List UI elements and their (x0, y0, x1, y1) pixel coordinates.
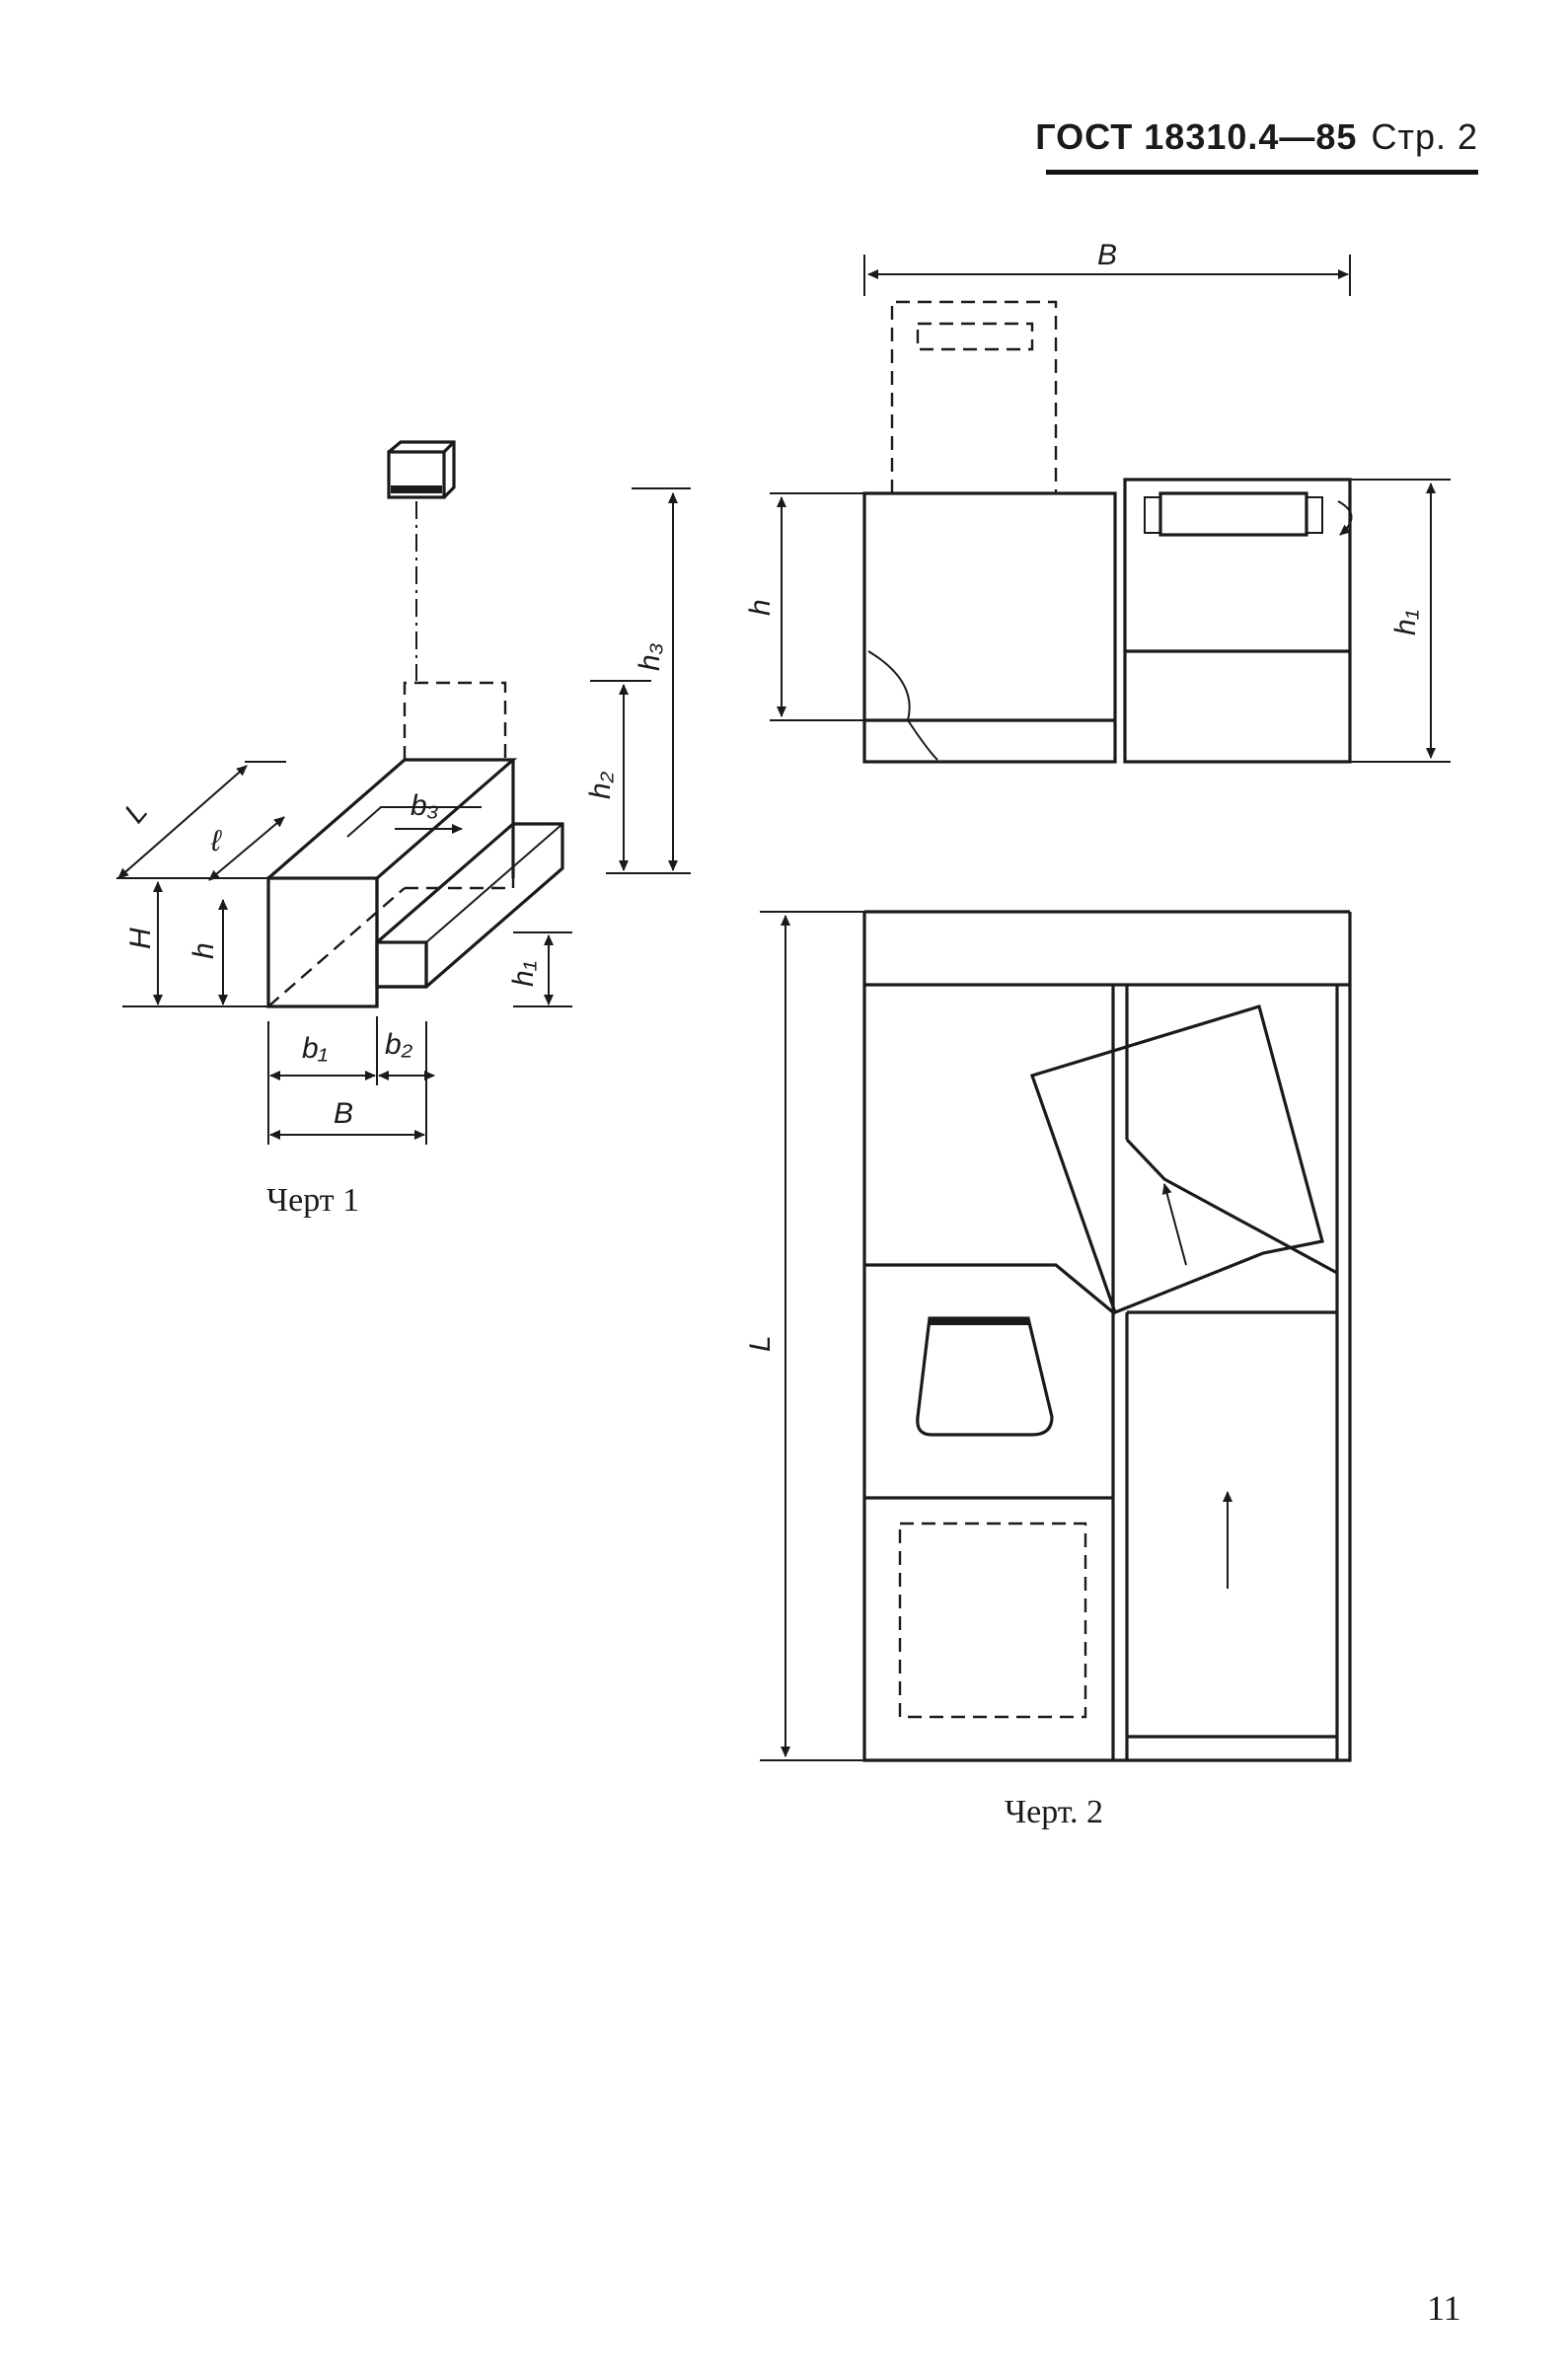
figure-1-drawing: L ℓ H h h₁ h₂ h₃ b₃ b₁ b₂ B (116, 440, 691, 1145)
header-rule (1046, 170, 1478, 175)
fig2-label-L: L (744, 1335, 777, 1352)
fig2-label-B: B (1097, 239, 1117, 271)
fig1-label-b3: b₃ (411, 789, 439, 822)
page-header: ГОСТ 18310.4—85 Стр. 2 (1026, 116, 1478, 176)
page-label: Стр. 2 (1371, 116, 1478, 157)
figure-2-plan-view: L (744, 910, 1352, 1762)
figure-2-caption: Черт. 2 (1005, 1794, 1104, 1830)
fig1-label-B: B (334, 1097, 353, 1130)
figure-1-caption: Черт 1 (266, 1182, 360, 1219)
fig1-label-h: h (187, 942, 220, 959)
fig1-label-h2: h₂ (584, 771, 617, 799)
fig1-label-H: H (124, 928, 157, 949)
fig1-label-h1: h₁ (507, 961, 540, 987)
figure-2-top-view: B h h₁ (744, 239, 1451, 764)
fig1-label-b2: b₂ (385, 1028, 413, 1061)
fig2-label-h: h (744, 599, 777, 616)
fig2-label-h1: h₁ (1389, 610, 1422, 635)
fig1-label-l: ℓ (210, 825, 222, 857)
page-number: 11 (1427, 2288, 1461, 2328)
fig1-label-h3: h₃ (634, 642, 666, 671)
fig1-label-L: L (118, 796, 154, 830)
fig1-label-b1: b₁ (302, 1032, 328, 1065)
camera-icon (387, 440, 456, 499)
standard-number: ГОСТ 18310.4—85 (1035, 116, 1358, 157)
